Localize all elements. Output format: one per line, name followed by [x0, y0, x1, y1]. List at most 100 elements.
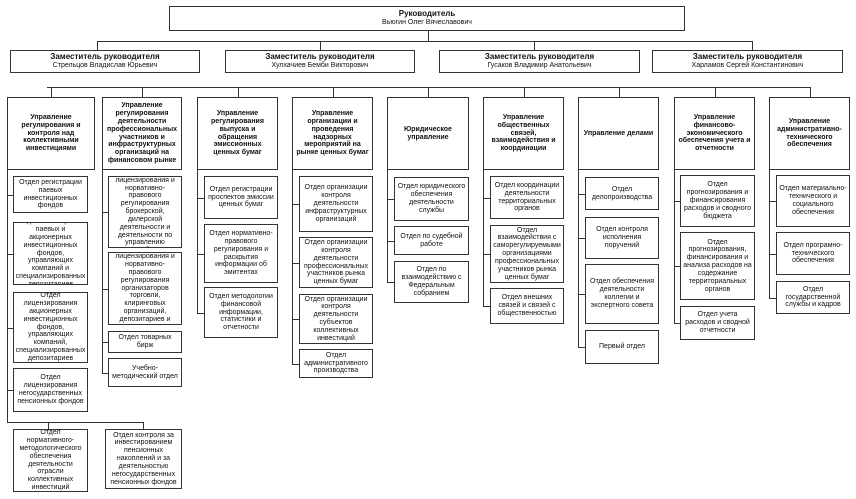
unit-label: Отдел нормативно-правового регулирования…: [209, 230, 273, 277]
connector-line: [578, 238, 585, 239]
unit-label: Отдел нормативного-методологического обе…: [19, 429, 82, 491]
connector-line: [142, 87, 143, 97]
deputy-title: Заместитель руководителя: [50, 52, 160, 62]
department-title: Управление организации и проведения надз…: [296, 110, 369, 157]
deputy-name: Гусаков Владимир Анатольевич: [487, 62, 592, 70]
connector-line: [483, 170, 484, 306]
unit-box: Отдел государственной службы и кадров: [776, 281, 850, 314]
connector-line: [197, 197, 204, 199]
unit-box: Отдел регистрации проспектов эмиссии цен…: [204, 176, 278, 219]
unit-label: Учебно-методический отдел: [112, 364, 178, 380]
head-name: Вьюгин Олег Вячеславович: [382, 19, 472, 27]
unit-box: Отдел организации контроля деятельности …: [299, 237, 373, 288]
unit-box: Отдел взаимодействия с саморегулируемыми…: [490, 225, 564, 283]
unit-label: Отдел координации деятельности территори…: [494, 181, 560, 213]
connector-line: [102, 212, 108, 213]
unit-label: Отдел прогнозирования и финансирования р…: [684, 181, 751, 220]
unit-box: Отдел лицензирования негосударственных п…: [13, 368, 88, 412]
unit-label: Отдел административного производства: [304, 351, 368, 375]
unit-box: Отдел делопроизводства: [585, 177, 659, 210]
department-title: Управление общественных связей, взаимоде…: [491, 113, 556, 153]
unit-label: Отдел контроля исполнения поручений: [596, 226, 648, 249]
department-box: Управление финансово-экономического обес…: [674, 97, 755, 170]
unit-label: Отдел материально-технического и социаль…: [779, 185, 847, 216]
connector-line: [769, 297, 776, 299]
connector-line: [143, 422, 144, 429]
head-box: Руководитель Вьюгин Олег Вячеславович: [169, 6, 685, 31]
connector-line: [320, 41, 321, 50]
department-title: Управление административно-технического …: [777, 117, 842, 149]
connector-line: [714, 87, 716, 97]
connector-line: [197, 312, 204, 314]
unit-box: Учебно-методический отдел: [108, 358, 182, 387]
unit-box: Отдел методологии финансовой информации,…: [204, 287, 278, 338]
unit-label: Отдел лицензирования и норвативно-правов…: [115, 176, 175, 247]
unit-label: Отдел лицензирования акционерных инвести…: [15, 292, 86, 362]
deputy-title: Заместитель руководителя: [265, 52, 375, 62]
department-box: Управление организации и проведения надз…: [292, 97, 373, 170]
unit-label: Отдел програмно-технического обеспечения: [783, 241, 843, 265]
connector-line: [48, 422, 49, 429]
connector-line: [47, 87, 811, 88]
unit-box: Отдел прогнозирования и финансирования р…: [680, 175, 755, 227]
connector-line: [102, 342, 108, 343]
unit-label: Отдел внешних связей и связей с обществе…: [497, 294, 557, 317]
connector-line: [292, 363, 299, 365]
unit-box: Отдел нормативного-методологического обе…: [13, 429, 88, 492]
department-box: Управление регулирования выпуска и обращ…: [197, 97, 278, 170]
unit-label: Отдел мониторинга паевых и акционерных и…: [15, 223, 86, 285]
connector-line: [483, 254, 490, 255]
connector-line: [7, 170, 8, 422]
unit-box: Отдел лицензирования и норвативно-правов…: [108, 176, 182, 248]
connector-line: [102, 288, 108, 290]
connector-line: [237, 87, 239, 97]
department-title: Управление делами: [583, 129, 654, 137]
unit-box: Отдел лицензирования акционерных инвести…: [13, 292, 88, 363]
connector-line: [102, 170, 103, 373]
connector-line: [7, 327, 13, 329]
connector-line: [769, 170, 770, 298]
connector-line: [387, 170, 388, 282]
connector-line: [292, 204, 299, 205]
department-box: Управление регулирования и контроля над …: [7, 97, 95, 170]
connector-line: [387, 240, 394, 242]
connector-line: [428, 87, 429, 97]
connector-line: [674, 266, 680, 267]
department-box: Управление регулирования деятельности пр…: [102, 97, 182, 170]
connector-line: [534, 41, 535, 50]
department-box: Управление административно-технического …: [769, 97, 850, 170]
unit-box: Отдел контроля за инвестированием пенсио…: [105, 429, 182, 489]
connector-line: [769, 201, 776, 202]
unit-box: Отдел регистрации паевых инвестиционных …: [13, 176, 88, 213]
unit-label: Отдел организации контроля деятельности …: [304, 184, 368, 223]
connector-line: [769, 253, 776, 255]
unit-label: Отдел регистрации проспектов эмиссии цен…: [208, 185, 274, 209]
unit-label: Отдел лицензирования негосударственных п…: [17, 374, 84, 405]
unit-box: Отдел обеспечения деятельности коллегии …: [585, 264, 659, 324]
unit-label: Отдел организации контроля деятельности …: [304, 295, 368, 342]
unit-box: Отдел нормативно-правового регулирования…: [204, 224, 278, 283]
connector-line: [197, 253, 204, 255]
department-title: Юридическое управление: [404, 125, 452, 141]
unit-box: Отдел юридического обеспечения деятельно…: [394, 177, 469, 221]
unit-box: Отдел по взаимодействию с Федеральным со…: [394, 261, 469, 303]
connector-line: [618, 87, 620, 97]
unit-box: Отдел административного производства: [299, 349, 373, 378]
connector-line: [483, 306, 490, 307]
department-title: Управление финансово-экономического обес…: [678, 113, 751, 153]
unit-label: Отдел по взаимодействию с Федеральным со…: [401, 266, 462, 297]
connector-line: [674, 170, 675, 323]
connector-line: [387, 199, 394, 200]
unit-box: Отдел товарных бирж: [108, 331, 182, 353]
unit-label: Отдел учета расходов и сводной отчетност…: [685, 311, 750, 334]
connector-line: [578, 170, 579, 347]
unit-box: Отдел внешних связей и связей с обществе…: [490, 288, 564, 324]
connector-line: [674, 323, 680, 324]
unit-label: Отдел методологии финансовой информации,…: [209, 292, 273, 332]
unit-label: Первый отдел: [599, 343, 645, 351]
